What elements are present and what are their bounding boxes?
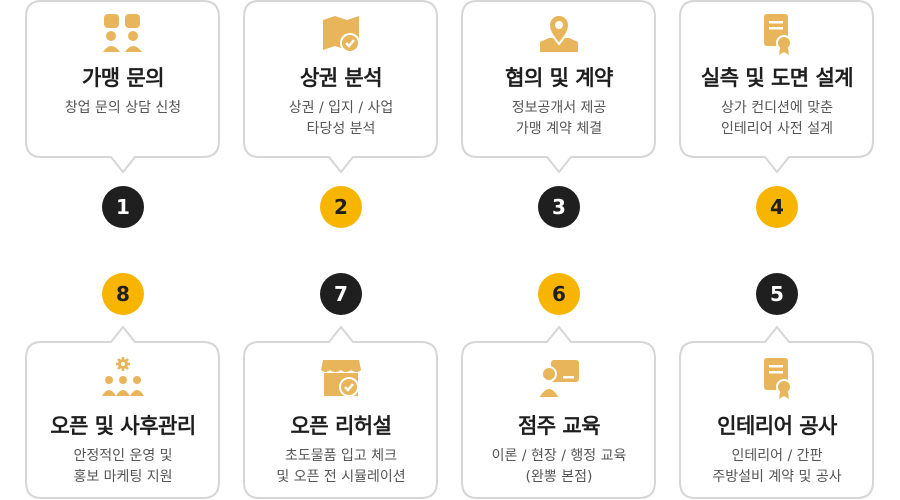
step-title: 상권 분석 (299, 66, 383, 90)
step-number-6: 6 (538, 273, 580, 315)
team-gear-icon (102, 357, 144, 396)
step-title: 가맹 문의 (81, 66, 165, 90)
step-card-6: 점주 교육 이론 / 현장 / 행정 교육(완뽕 본점) (461, 0, 657, 499)
step-card-1: 가맹 문의 창업 문의 상담 신청 (25, 0, 221, 174)
step-number-2: 2 (320, 186, 362, 228)
step-description: 창업 문의 상담 신청 (64, 100, 182, 116)
speech-bubble (461, 0, 656, 174)
step-description: 이론 / 현장 / 행정 교육(완뽕 본점) (491, 448, 627, 485)
speech-bubble (243, 325, 438, 499)
step-number-7: 7 (320, 273, 362, 315)
speech-bubble (461, 325, 656, 499)
step-number-5: 5 (756, 273, 798, 315)
certificate-icon (764, 358, 792, 399)
step-title: 오픈 리허설 (290, 414, 392, 438)
step-title: 협의 및 계약 (505, 66, 613, 90)
step-title: 인테리어 공사 (717, 414, 837, 438)
step-number-8: 8 (102, 273, 144, 315)
step-number-3: 3 (538, 186, 580, 228)
speech-bubble (679, 0, 874, 174)
step-title: 오픈 및 사후관리 (50, 414, 196, 438)
speech-bubble (25, 0, 220, 174)
store-check-icon (321, 360, 361, 397)
map-check-icon (323, 16, 360, 53)
step-title: 실측 및 도면 설계 (700, 66, 854, 90)
speech-bubble (243, 0, 438, 174)
people-icon (103, 14, 142, 52)
step-title: 점주 교육 (517, 414, 601, 438)
speech-bubble (679, 325, 874, 499)
speech-bubble (25, 325, 220, 499)
presenter-icon (537, 360, 579, 399)
step-number-4: 4 (756, 186, 798, 228)
step-number-1: 1 (102, 186, 144, 228)
location-pin-icon (540, 14, 578, 52)
certificate-icon (764, 14, 792, 55)
